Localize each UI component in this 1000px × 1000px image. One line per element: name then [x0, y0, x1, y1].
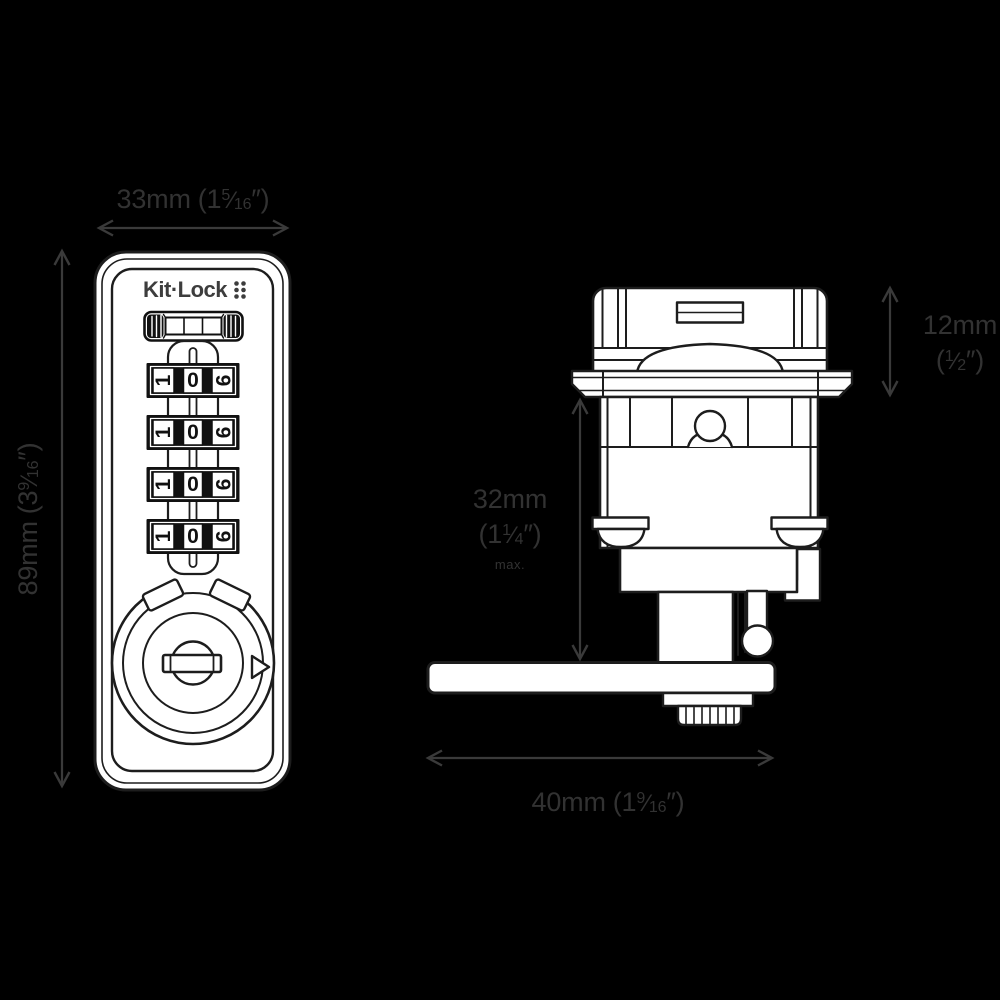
bezel-inner-line [101, 258, 284, 784]
dial-digit: 0 [187, 473, 199, 496]
mounting-block [618, 546, 799, 594]
knob-dome-profile [635, 342, 785, 375]
core-pin-detail [693, 409, 727, 443]
dial-digit: 9 [211, 479, 234, 491]
dial-digit: 1 [152, 478, 175, 490]
dial-digit: 9 [211, 375, 234, 387]
lock-head-profile [591, 286, 829, 376]
dial-digit: 1 [152, 426, 175, 438]
thumb-turn-knob [110, 576, 276, 746]
cam-bar [426, 661, 777, 695]
dial-digit: 1 [152, 374, 175, 386]
dial-row: 1 0 9 [146, 467, 240, 502]
grip-dimension-label: 32mm (11⁄4″) max. [430, 484, 590, 572]
dial-row: 1 0 9 [146, 415, 240, 450]
pointer-triangle-icon [250, 654, 271, 680]
dial-row: 1 0 9 [146, 519, 240, 554]
width-dimension-label: 33mm(15⁄16″) [116, 184, 270, 214]
retaining-clips [591, 516, 829, 549]
height-dimension-label: 89mm(39⁄16″) [13, 442, 43, 596]
cam-length-dimension-label: 40mm(19⁄16″) [531, 787, 685, 817]
fixing-nut [661, 691, 755, 727]
latch-ball [737, 589, 775, 658]
combination-dials: 1 0 9 1 0 9 1 [146, 363, 240, 554]
dial-digit: 9 [211, 427, 234, 439]
kitlock-logo: Kit·Lock [143, 277, 228, 302]
kitlock-dots-icon [234, 281, 246, 299]
mounting-flange [570, 369, 854, 399]
front-view-drawing: Kit·Lock [93, 250, 292, 792]
grip-max-note: max. [494, 557, 526, 572]
dial-digit: 9 [211, 531, 234, 543]
code-change-slider [143, 310, 244, 342]
dial-track [166, 339, 220, 576]
side-view-drawing [426, 286, 854, 727]
spindle [656, 590, 735, 667]
dial-digit: 0 [187, 525, 199, 548]
dial-digit: 0 [187, 369, 199, 392]
dial-digit: 0 [187, 421, 199, 444]
dial-digit: 1 [152, 530, 175, 542]
head-height-dimension-label: 12mm (1⁄2″) [922, 310, 998, 375]
turn-slot [161, 653, 223, 674]
dial-row: 1 0 9 [146, 363, 240, 398]
